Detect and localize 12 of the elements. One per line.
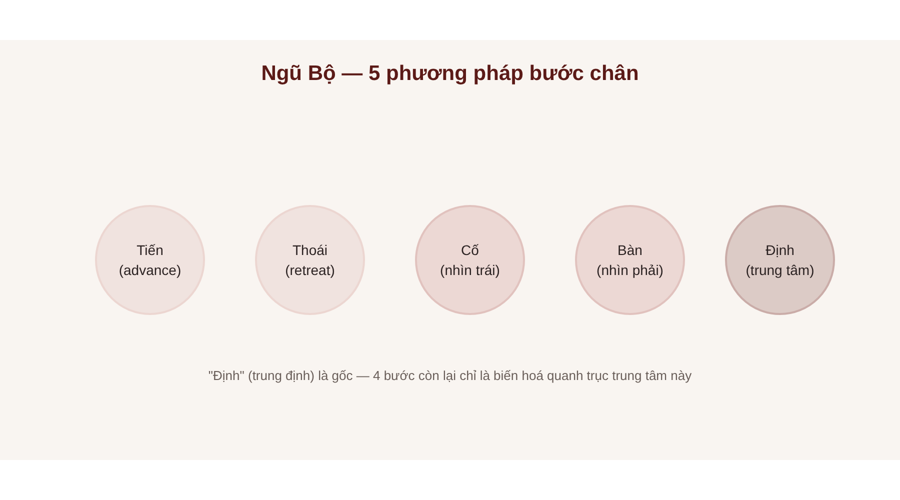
step-name: Tiến [136,241,164,260]
step-description: (advance) [118,261,182,280]
step-name: Định [766,241,794,260]
step-name: Cố [461,241,479,260]
step-description: (trung tâm) [746,261,814,280]
caption: "Định" (trung định) là gốc — 4 bước còn lại chỉ là biến hoá quanh trục trung tâm này [207,368,693,383]
step-description: (nhìn trái) [440,261,500,280]
step-name: Bàn [618,241,642,260]
step-name: Thoái [292,241,328,260]
step-description: (retreat) [285,261,335,280]
step-description: (nhìn phải) [596,261,664,280]
diagram-title: Ngũ Bộ — 5 phương pháp bước chân [260,62,640,86]
